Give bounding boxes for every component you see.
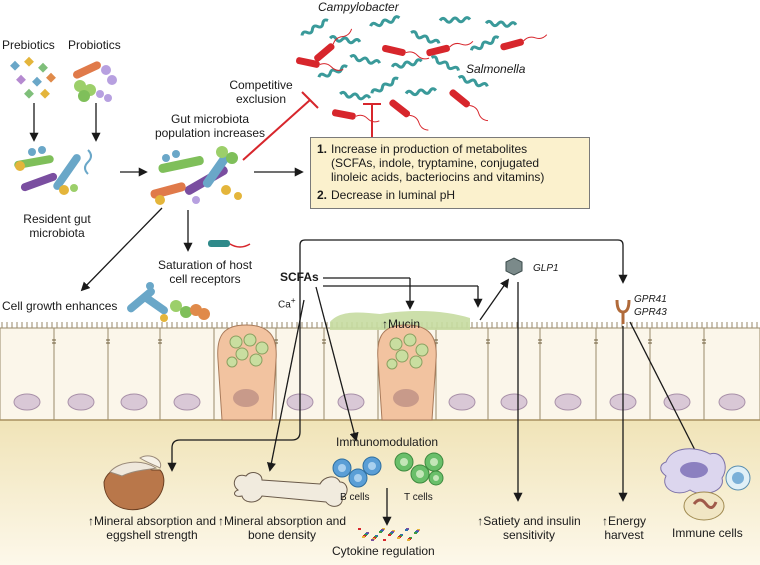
probiotics-icon [73, 61, 117, 102]
cytokine-dots-icon [358, 528, 420, 541]
t-cells-label: T cells [404, 492, 433, 503]
immunomodulation-label: Immunomodulation [336, 435, 439, 449]
b-cells-label: B cells [340, 492, 370, 503]
mineral-bone-label: ↑Mineral absorption and bone density [217, 514, 347, 542]
metabolite-item-1-line-2: (SCFAs, indole, tryptamine, conjugated [331, 156, 540, 170]
increased-microbiota-icon [150, 146, 242, 205]
mucin-layer [330, 311, 470, 330]
bone-icon [233, 472, 348, 507]
b-cells-icon [332, 456, 382, 488]
inhibition-lines [242, 91, 381, 161]
gpr-receptor-icon [615, 299, 631, 324]
calcium-label: Ca+ [278, 295, 296, 311]
mucin-label: ↑Mucin [382, 317, 421, 331]
competitive-exclusion-label: Competitive exclusion [229, 78, 293, 106]
probiotics-label: Probiotics [68, 38, 121, 52]
metabolite-item-2: 2.Decrease in luminal pH [317, 188, 456, 202]
gpr41-label: GPR41 [634, 294, 667, 305]
metabolite-box: 1.Increase in production of metabolites … [310, 137, 590, 209]
goblet-cell [377, 324, 437, 421]
energy-harvest-label: ↑Energy harvest [601, 514, 647, 542]
saturation-receptors-label: Saturation of host cell receptors [157, 258, 253, 286]
prebiotics-icon [10, 56, 56, 99]
resident-microbiota-icon [14, 146, 92, 195]
gut-microbiota-increase-label: Gut microbiota population increases [154, 112, 266, 140]
immune-cells-label: Immune cells [672, 526, 743, 540]
satiety-label: ↑Satiety and insulin sensitivity [477, 514, 581, 542]
immune-cells-icon [660, 448, 751, 521]
mineral-eggshell-label: ↑Mineral absorption and eggshell strengt… [87, 514, 217, 542]
flow-arrows [29, 103, 703, 526]
glp1-hormone-icon [505, 257, 523, 276]
pathogen-bacteria-icon [295, 15, 548, 131]
metabolite-item-1-line-3: linoleic acids, bacteriocins and vitamin… [331, 170, 545, 184]
metabolite-item-1: 1.Increase in production of metabolites [317, 142, 528, 156]
resident-microbiota-label: Resident gut microbiota [23, 212, 91, 240]
glp1-label: GLP1 [533, 263, 559, 274]
receptor-bacteria-icon [127, 240, 251, 322]
eggshell-icon [103, 455, 165, 511]
gpr43-label: GPR43 [634, 307, 667, 318]
cytokine-regulation-label: Cytokine regulation [332, 544, 435, 558]
campylobacter-label: Campylobacter [318, 0, 399, 14]
prebiotics-label: Prebiotics [2, 38, 55, 52]
scfas-label: SCFAs [280, 270, 319, 284]
goblet-cell [217, 324, 277, 421]
cell-growth-label: Cell growth enhances [2, 299, 118, 313]
t-cells-icon [394, 452, 444, 486]
salmonella-label: Salmonella [466, 62, 526, 76]
